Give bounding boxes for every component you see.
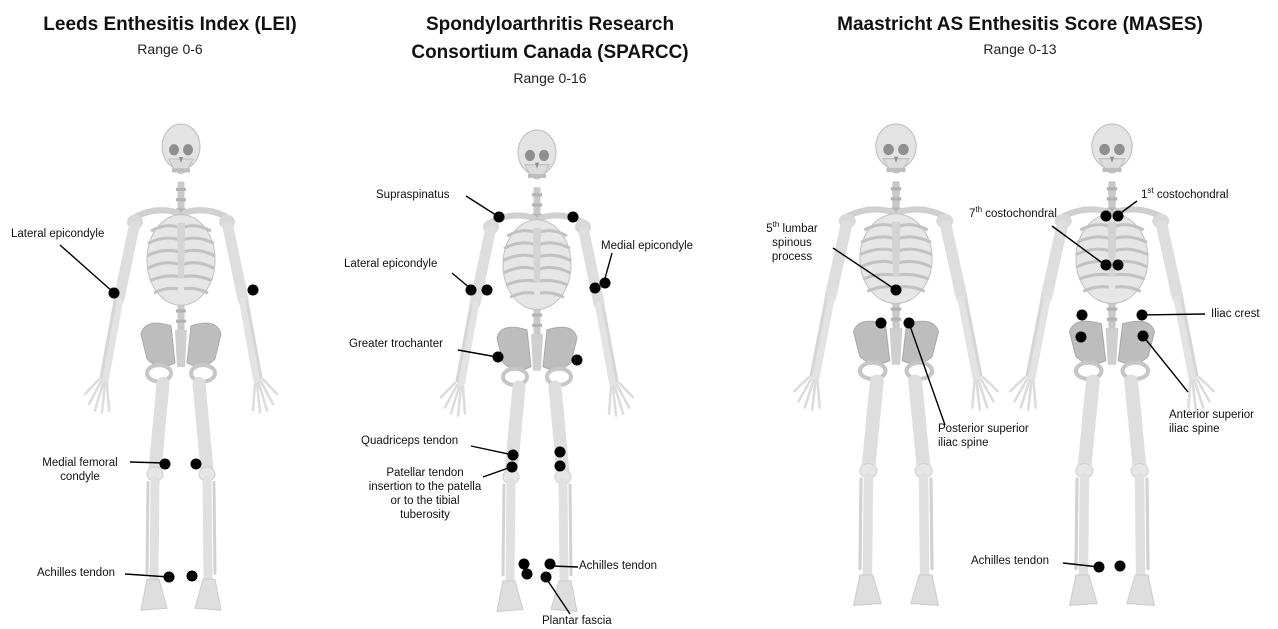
label-lei-lateral-epicondyle: Lateral epicondyle	[11, 227, 104, 241]
mases-skeleton-back	[794, 124, 998, 605]
sparcc-skeleton	[441, 130, 633, 611]
label-ma-first-text: costochondral	[1154, 189, 1229, 201]
marker-ma-first-l	[1113, 211, 1124, 222]
label-ma-lumbar-line1: 5th lumbar	[752, 222, 832, 236]
marker-sp-medial-epicondyle-r	[482, 285, 493, 296]
label-ma-seventh-text: costochondral	[982, 208, 1057, 220]
label-lei-medial-femoral-line1: Medial femoral	[30, 456, 130, 470]
marker-sp-greater-trochanter-l	[572, 355, 583, 366]
marker-ma-seventh-l	[1113, 260, 1124, 271]
marker-ma-achilles-r	[1094, 562, 1105, 573]
label-sp-lateral-epicondyle: Lateral epicondyle	[344, 257, 437, 271]
marker-sp-plantar-l	[541, 572, 552, 583]
marker-ma-asis-l	[1138, 331, 1149, 342]
marker-sp-lateral-epicondyle	[466, 285, 477, 296]
label-ma-psis-line2: iliac spine	[938, 436, 989, 450]
label-ma-lumbar-line3: process	[752, 250, 832, 264]
label-ma-first: 1st costochondral	[1141, 188, 1228, 202]
label-ma-asis-line1: Anterior superior	[1169, 408, 1254, 422]
marker-sp-quadriceps-l	[555, 447, 566, 458]
label-sp-quadriceps: Quadriceps tendon	[361, 434, 458, 448]
marker-sp-greater-trochanter-r	[493, 352, 504, 363]
marker-sp-supraspinatus-r	[494, 212, 505, 223]
label-sp-medial-epicondyle: Medial epicondyle	[601, 239, 693, 253]
marker-lei-achilles-l	[187, 571, 198, 582]
marker-sp-medial-epicondyle-l2	[600, 278, 611, 289]
leader-sp-supraspinatus	[466, 196, 499, 217]
marker-ma-psis-l	[904, 318, 915, 329]
leader-ma-iliac-crest	[1142, 314, 1205, 315]
label-ma-achilles: Achilles tendon	[971, 554, 1049, 568]
marker-sp-plantar-r	[522, 569, 533, 580]
label-sp-patellar-line1: Patellar tendon	[360, 466, 490, 480]
marker-lei-achilles-r	[164, 572, 175, 583]
marker-sp-achilles-l	[545, 559, 556, 570]
lei-skeleton	[85, 124, 277, 610]
leader-sp-achilles	[552, 566, 578, 567]
label-ma-lumbar-line2: spinous	[752, 236, 832, 250]
marker-ma-lumbar	[891, 285, 902, 296]
label-ma-psis-line1: Posterior superior	[938, 422, 1029, 436]
marker-ma-asis-r	[1076, 332, 1087, 343]
marker-ma-iliac-crest-r	[1077, 310, 1088, 321]
marker-sp-medial-epicondyle-l1	[590, 283, 601, 294]
marker-lei-medial-femoral-r	[160, 459, 171, 470]
label-sp-supraspinatus: Supraspinatus	[376, 188, 450, 202]
label-lei-achilles: Achilles tendon	[37, 566, 115, 580]
marker-ma-psis-r	[876, 318, 887, 329]
label-ma-asis-line2: iliac spine	[1169, 422, 1220, 436]
marker-ma-seventh-r	[1101, 260, 1112, 271]
marker-ma-achilles-l	[1115, 561, 1126, 572]
label-sp-patellar-line2: insertion to the patella	[360, 480, 490, 494]
marker-sp-quadriceps-r	[508, 450, 519, 461]
marker-lei-lateral-epicondyle-r	[109, 288, 120, 299]
marker-ma-iliac-crest-l	[1137, 310, 1148, 321]
marker-sp-achilles-r	[519, 559, 530, 570]
leader-ma-asis	[1143, 336, 1188, 392]
label-sp-patellar-line4: tuberosity	[360, 508, 490, 522]
label-ma-lumbar-text: lumbar	[779, 223, 817, 235]
label-ma-seventh: 7th costochondral	[969, 207, 1057, 221]
label-sp-achilles: Achilles tendon	[579, 559, 657, 573]
label-sp-patellar-line3: or to the tibial	[360, 494, 490, 508]
label-lei-medial-femoral-line2: condyle	[30, 470, 130, 484]
marker-sp-supraspinatus-l	[568, 212, 579, 223]
label-sp-greater-trochanter: Greater trochanter	[349, 337, 443, 351]
leader-lei-lateral-epicondyle	[60, 245, 113, 292]
marker-sp-patellar-r	[507, 462, 518, 473]
marker-sp-patellar-l	[555, 461, 566, 472]
label-ma-iliac-crest: Iliac crest	[1211, 307, 1260, 321]
label-sp-plantar: Plantar fascia	[542, 614, 612, 628]
marker-lei-lateral-epicondyle-l	[248, 285, 259, 296]
marker-lei-medial-femoral-l	[191, 459, 202, 470]
marker-ma-first-r	[1101, 211, 1112, 222]
